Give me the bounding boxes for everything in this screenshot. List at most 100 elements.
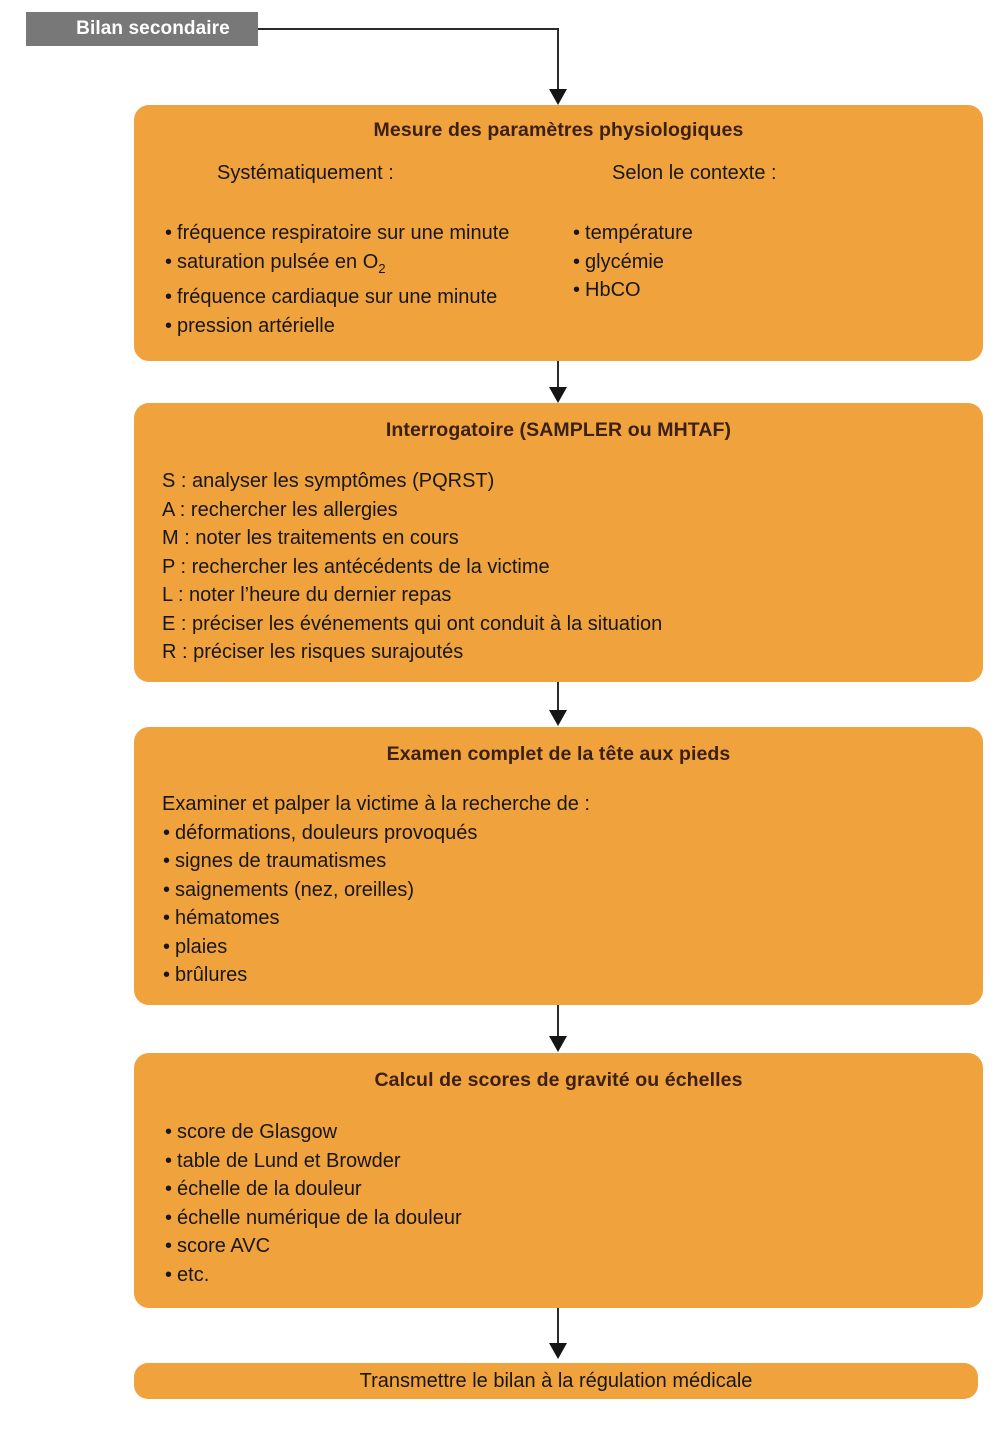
sampler-line: A : rechercher les allergies xyxy=(162,498,398,521)
bullet-icon: • xyxy=(165,222,173,244)
list-item: •déformations, douleurs provoqués xyxy=(163,819,983,848)
bullet-icon: • xyxy=(165,1235,173,1257)
arrow-head-to-box-1 xyxy=(549,89,567,105)
list-item-label: déformations, douleurs provoqués xyxy=(175,821,478,844)
list-item: •pression artérielle xyxy=(165,312,509,341)
list-item: •etc. xyxy=(165,1261,983,1290)
header-tag-label: Bilan secondaire xyxy=(76,18,230,39)
sampler-line: M : noter les traitements en cours xyxy=(162,527,459,549)
box-3-body: Examiner et palper la victime à la reche… xyxy=(162,790,983,990)
box-3-intro: Examiner et palper la victime à la reche… xyxy=(162,793,590,815)
list-item: •hématomes xyxy=(163,904,983,933)
list-item: •table de Lund et Browder xyxy=(165,1147,983,1176)
sampler-line: R : préciser les risques surajoutés xyxy=(162,641,464,663)
connector-box1-to-box2 xyxy=(557,361,559,388)
column-systematiquement: Systématiquement : •fréquence respiratoi… xyxy=(165,162,509,340)
bullet-icon: • xyxy=(165,1206,173,1229)
list-item-label: brûlures xyxy=(175,964,248,986)
header-tag-bilan-secondaire: Bilan secondaire xyxy=(26,12,258,46)
list-item: •échelle de la douleur xyxy=(165,1175,983,1204)
bullet-icon: • xyxy=(165,1178,173,1200)
box-calcul-scores-gravite: Calcul de scores de gravité ou échelles … xyxy=(134,1053,983,1308)
box-transmettre-bilan-regulation: Transmettre le bilan à la régulation méd… xyxy=(134,1363,978,1399)
box-mesure-parametres-physiologiques: Mesure des paramètres physiologiques Sys… xyxy=(134,105,983,361)
box-2-body: S : analyser les symptômes (PQRST) A : r… xyxy=(162,467,983,667)
list-item: •saturation pulsée en O2 xyxy=(165,248,509,284)
list-item-label: score AVC xyxy=(177,1235,271,1257)
column-systematiquement-heading: Systématiquement : xyxy=(217,162,394,184)
list-item: •échelle numérique de la douleur xyxy=(165,1204,983,1233)
connector-box4-to-footer xyxy=(557,1308,559,1344)
connector-box3-to-box4 xyxy=(557,1005,559,1037)
bullet-icon: • xyxy=(163,935,171,958)
bullet-icon: • xyxy=(165,314,173,337)
list-item-label: fréquence cardiaque sur une minute xyxy=(177,286,498,308)
list-item-label: fréquence respiratoire sur une minute xyxy=(177,222,510,244)
arrow-head-to-box-2 xyxy=(549,387,567,403)
box-4-list: •score de Glasgow •table de Lund et Brow… xyxy=(165,1118,983,1289)
list-item-label: glycémie xyxy=(585,250,664,273)
bullet-icon: • xyxy=(573,279,581,301)
box-4-body: •score de Glasgow •table de Lund et Brow… xyxy=(165,1118,983,1289)
arrow-head-to-box-4 xyxy=(549,1036,567,1052)
list-item: •fréquence cardiaque sur une minute xyxy=(165,283,509,312)
bullet-icon: • xyxy=(163,907,171,929)
list-item: •plaies xyxy=(163,933,983,962)
arrow-head-to-footer xyxy=(549,1343,567,1359)
box-3-title: Examen complet de la tête aux pieds xyxy=(386,743,731,765)
list-item-label: saignements (nez, oreilles) xyxy=(175,878,415,901)
list-item: •fréquence respiratoire sur une minute xyxy=(165,219,509,248)
column-selon-le-contexte: Selon le contexte : •température •glycém… xyxy=(573,162,777,305)
bullet-icon: • xyxy=(163,878,171,901)
sampler-line: E : préciser les événements qui ont cond… xyxy=(162,612,663,635)
list-item-label: température xyxy=(585,222,693,244)
list-item: •HbCO xyxy=(573,276,777,305)
bullet-icon: • xyxy=(163,821,171,844)
sampler-line: L : noter l’heure du dernier repas xyxy=(162,584,452,606)
bullet-icon: • xyxy=(573,222,581,244)
arrow-head-to-box-3 xyxy=(549,710,567,726)
bullet-icon: • xyxy=(165,286,173,308)
box-2-title: Interrogatoire (SAMPLER ou MHTAF) xyxy=(385,419,732,441)
sampler-line: S : analyser les symptômes (PQRST) xyxy=(162,470,495,492)
box-4-title: Calcul de scores de gravité ou échelles xyxy=(374,1069,743,1091)
bullet-icon: • xyxy=(573,250,581,273)
list-item-label: etc. xyxy=(177,1263,210,1286)
bullet-icon: • xyxy=(163,964,171,986)
list-item-label: saturation pulsée en O2 xyxy=(177,250,386,276)
list-item: •saignements (nez, oreilles) xyxy=(163,876,983,905)
list-item: •score AVC xyxy=(165,1232,983,1261)
list-item: •brûlures xyxy=(163,961,983,990)
column-selon-le-contexte-heading: Selon le contexte : xyxy=(612,162,777,184)
list-item: •signes de traumatismes xyxy=(163,847,983,876)
list-item-label: table de Lund et Browder xyxy=(177,1149,401,1172)
footer-label: Transmettre le bilan à la régulation méd… xyxy=(359,1369,753,1392)
list-item-label: échelle numérique de la douleur xyxy=(177,1206,462,1229)
list-item-label: pression artérielle xyxy=(177,314,335,337)
list-item-label: hématomes xyxy=(175,907,280,929)
bullet-icon: • xyxy=(165,1121,173,1143)
bullet-icon: • xyxy=(165,250,173,273)
connector-horizontal-header xyxy=(258,28,559,30)
list-item-label: échelle de la douleur xyxy=(177,1178,362,1200)
list-item-label: score de Glasgow xyxy=(177,1121,338,1143)
sampler-line: P : rechercher les antécédents de la vic… xyxy=(162,555,550,578)
connector-vertical-header xyxy=(557,28,559,90)
column-systematiquement-list: •fréquence respiratoire sur une minute •… xyxy=(165,219,509,340)
list-item: •température xyxy=(573,219,777,248)
box-interrogatoire-sampler: Interrogatoire (SAMPLER ou MHTAF) S : an… xyxy=(134,403,983,682)
list-item-label: plaies xyxy=(175,935,228,958)
column-selon-le-contexte-list: •température •glycémie •HbCO xyxy=(573,219,777,305)
bullet-icon: • xyxy=(163,850,171,872)
box-1-columns: Systématiquement : •fréquence respiratoi… xyxy=(134,162,983,342)
box-1-title: Mesure des paramètres physiologiques xyxy=(373,119,744,141)
bullet-icon: • xyxy=(165,1149,173,1172)
list-item: •score de Glasgow xyxy=(165,1118,983,1147)
list-item-label: HbCO xyxy=(585,279,641,301)
list-item: •glycémie xyxy=(573,248,777,277)
box-3-list: •déformations, douleurs provoqués •signe… xyxy=(163,819,983,990)
list-item-label: signes de traumatismes xyxy=(175,850,387,872)
bullet-icon: • xyxy=(165,1263,173,1286)
connector-box2-to-box3 xyxy=(557,682,559,711)
box-examen-complet-tete-aux-pieds: Examen complet de la tête aux pieds Exam… xyxy=(134,727,983,1005)
